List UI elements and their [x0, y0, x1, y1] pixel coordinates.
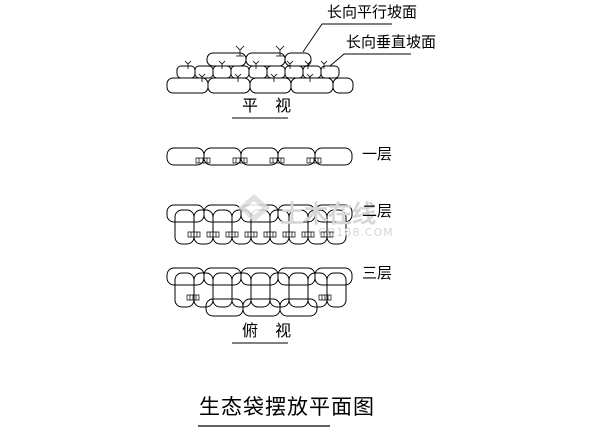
watermark-domain: CO188.COM: [318, 226, 394, 239]
annotation-perpendicular-slope: 长向垂直坡面: [346, 33, 437, 51]
layer2-label: 二层: [362, 202, 393, 220]
top-view-caption: 俯 视: [242, 321, 298, 340]
front-view-caption: 平 视: [242, 96, 298, 115]
layer3-label: 三层: [362, 264, 393, 282]
front-view-bags: [166, 23, 411, 119]
annotation-parallel-slope: 长向平行坡面: [327, 3, 418, 21]
layer2-bags: [166, 204, 353, 245]
diagram-title: 生态袋摆放平面图: [199, 395, 375, 419]
layer1-bags: [166, 147, 353, 166]
layer3-bags: [166, 267, 353, 344]
layer1-label: 一层: [362, 145, 393, 163]
watermark-logo-icon: [238, 194, 270, 222]
watermark-brand: 土木在线: [280, 200, 376, 228]
